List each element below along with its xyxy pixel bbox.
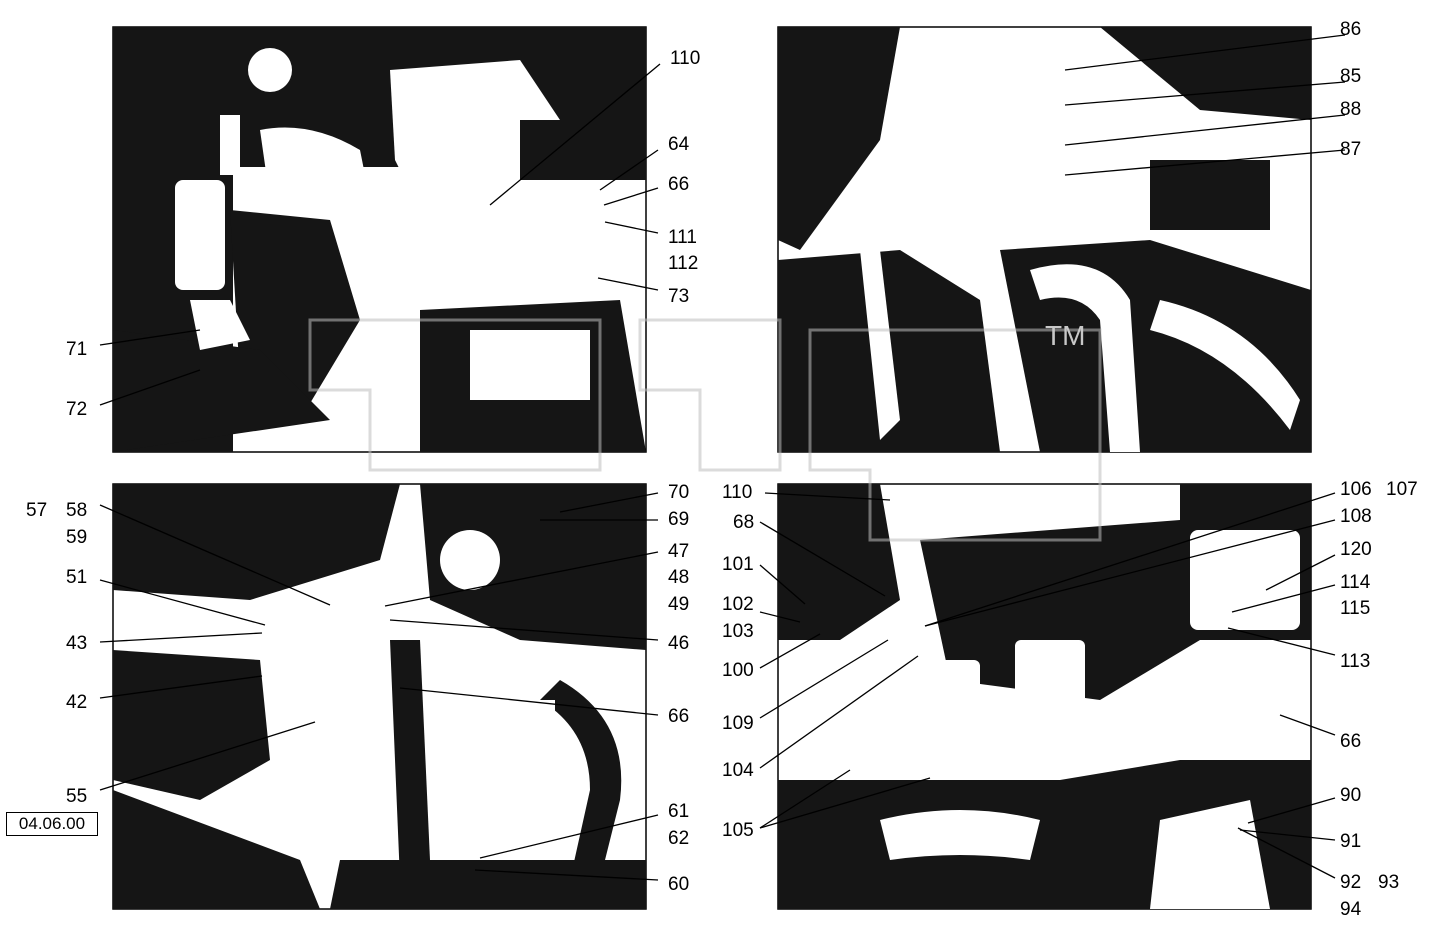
callout-86: 86 <box>1340 19 1361 40</box>
callout-91: 91 <box>1340 831 1361 852</box>
callout-66: 66 <box>668 706 689 727</box>
callouts-bottom-left: 57 58 59 51 43 42 55 70 69 47 48 49 46 6… <box>26 482 689 895</box>
callouts-top-left: 110 64 66 111 112 73 71 72 <box>66 48 700 420</box>
callout-47: 47 <box>668 541 689 562</box>
callout-49: 49 <box>668 594 689 615</box>
callout-112: 112 <box>668 253 698 274</box>
callout-59: 59 <box>66 527 87 548</box>
callouts-bottom-right: 110 68 101 102 103 100 109 104 105 106 1… <box>722 479 1418 920</box>
callout-73: 73 <box>668 286 689 307</box>
callout-66: 66 <box>668 174 689 195</box>
callout-102: 102 <box>722 594 754 615</box>
callout-111: 111 <box>668 227 697 248</box>
photo-panel-bottom-right <box>777 483 1312 910</box>
callout-104: 104 <box>722 760 754 781</box>
callout-115: 115 <box>1340 598 1370 619</box>
leaders-bottom-left <box>99 492 659 881</box>
callout-92: 92 <box>1340 872 1361 893</box>
callout-106: 106 <box>1340 479 1372 500</box>
callout-88: 88 <box>1340 99 1361 120</box>
leaders-bottom-right <box>759 492 1336 879</box>
callout-109: 109 <box>722 713 754 734</box>
callout-72: 72 <box>66 399 87 420</box>
callout-62: 62 <box>668 828 689 849</box>
callout-110: 110 <box>722 482 752 503</box>
callout-61: 61 <box>668 801 689 822</box>
callout-105: 105 <box>722 820 754 841</box>
callout-48: 48 <box>668 567 689 588</box>
callout-114: 114 <box>1340 572 1371 593</box>
callout-70: 70 <box>668 482 689 503</box>
callout-58: 58 <box>66 500 87 521</box>
leaders-top-right <box>1064 34 1346 176</box>
callout-43: 43 <box>66 633 87 654</box>
callout-46: 46 <box>668 633 689 654</box>
callout-120: 120 <box>1340 539 1372 560</box>
watermark: TM <box>308 318 1102 542</box>
callout-108: 108 <box>1340 506 1372 527</box>
callout-68: 68 <box>733 512 754 533</box>
callout-57: 57 <box>26 500 47 521</box>
callout-64: 64 <box>668 134 690 155</box>
photo-panel-top-left <box>112 26 647 453</box>
callout-66: 66 <box>1340 731 1361 752</box>
callout-60: 60 <box>668 874 689 895</box>
photo-panel-top-right <box>777 26 1312 453</box>
callout-94: 94 <box>1340 899 1362 920</box>
photo-panel-bottom-left <box>112 483 647 910</box>
watermark-tm: TM <box>1045 320 1085 351</box>
callout-101: 101 <box>722 554 754 575</box>
callout-51: 51 <box>66 567 87 588</box>
callout-42: 42 <box>66 692 87 713</box>
callout-93: 93 <box>1378 872 1399 893</box>
callout-100: 100 <box>722 660 754 681</box>
callout-71: 71 <box>66 339 87 360</box>
callout-55: 55 <box>66 786 87 807</box>
document-code: 04.06.00 <box>6 812 98 836</box>
callout-110: 110 <box>670 48 700 69</box>
callout-107: 107 <box>1386 479 1418 500</box>
callout-85: 85 <box>1340 66 1361 87</box>
callout-90: 90 <box>1340 785 1361 806</box>
callouts-top-right: 86 85 88 87 <box>1340 19 1361 160</box>
callout-103: 103 <box>722 621 754 642</box>
callout-113: 113 <box>1340 651 1370 672</box>
leaders-top-left <box>99 63 661 406</box>
callout-87: 87 <box>1340 139 1361 160</box>
callout-69: 69 <box>668 509 689 530</box>
